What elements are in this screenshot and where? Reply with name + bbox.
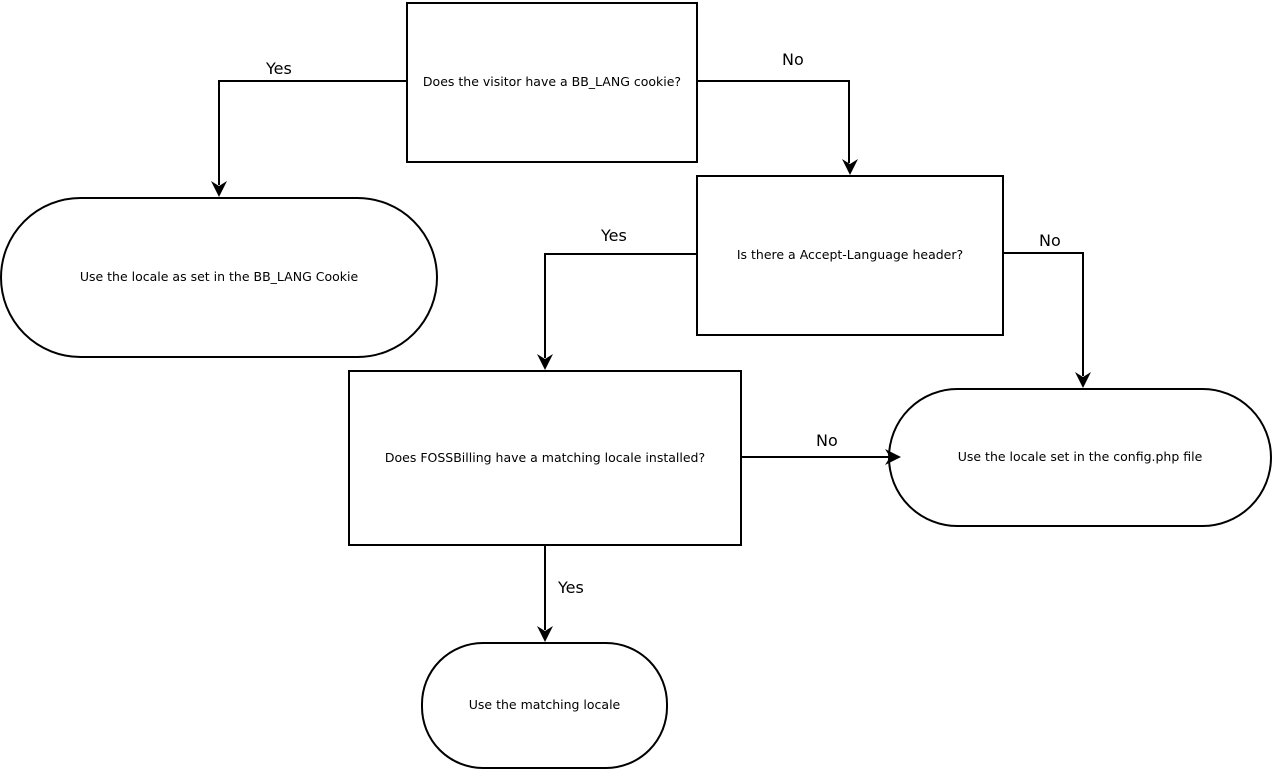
node-use-config-php-locale: Use the locale set in the config.php fil… [888, 388, 1272, 527]
edge-yes-cookie-line [218, 80, 220, 185]
edge-no-header-line [1004, 252, 1083, 254]
node-label: Use the matching locale [468, 697, 621, 713]
node-use-matching-locale: Use the matching locale [421, 642, 668, 769]
node-accept-language-question: Is there a Accept-Language header? [696, 175, 1004, 336]
node-use-bb-lang-cookie-locale: Use the locale as set in the BB_LANG Coo… [0, 197, 438, 358]
node-label: Does the visitor have a BB_LANG cookie? [422, 74, 682, 90]
edge-no-locale-line [742, 456, 888, 458]
edge-label-no: No [780, 50, 806, 70]
arrowhead-down-icon [1075, 372, 1091, 388]
arrowhead-down-icon [537, 626, 553, 642]
edge-yes-locale-line [544, 546, 546, 630]
edge-yes-header-line [544, 253, 546, 358]
edge-label-yes: Yes [264, 59, 294, 79]
node-label: Use the locale set in the config.php fil… [957, 449, 1203, 465]
edge-label-yes: Yes [599, 226, 629, 246]
edge-label-no: No [814, 431, 840, 451]
edge-label-yes: Yes [556, 578, 586, 598]
edge-label-no: No [1037, 231, 1063, 251]
node-label: Is there a Accept-Language header? [736, 247, 964, 263]
node-label: Use the locale as set in the BB_LANG Coo… [79, 269, 359, 285]
edge-yes-header-line [545, 253, 696, 255]
edge-yes-cookie-line [219, 80, 406, 82]
arrowhead-down-icon [211, 181, 227, 197]
edge-no-cookie-line [848, 80, 850, 163]
node-matching-locale-question: Does FOSSBilling have a matching locale … [348, 370, 742, 546]
node-bb-lang-cookie-question: Does the visitor have a BB_LANG cookie? [406, 2, 698, 163]
arrowhead-down-icon [842, 159, 858, 175]
arrowhead-right-icon [885, 449, 901, 465]
edge-no-cookie-line [698, 80, 850, 82]
arrowhead-down-icon [537, 354, 553, 370]
node-label: Does FOSSBilling have a matching locale … [384, 449, 706, 465]
edge-no-header-line [1082, 252, 1084, 376]
